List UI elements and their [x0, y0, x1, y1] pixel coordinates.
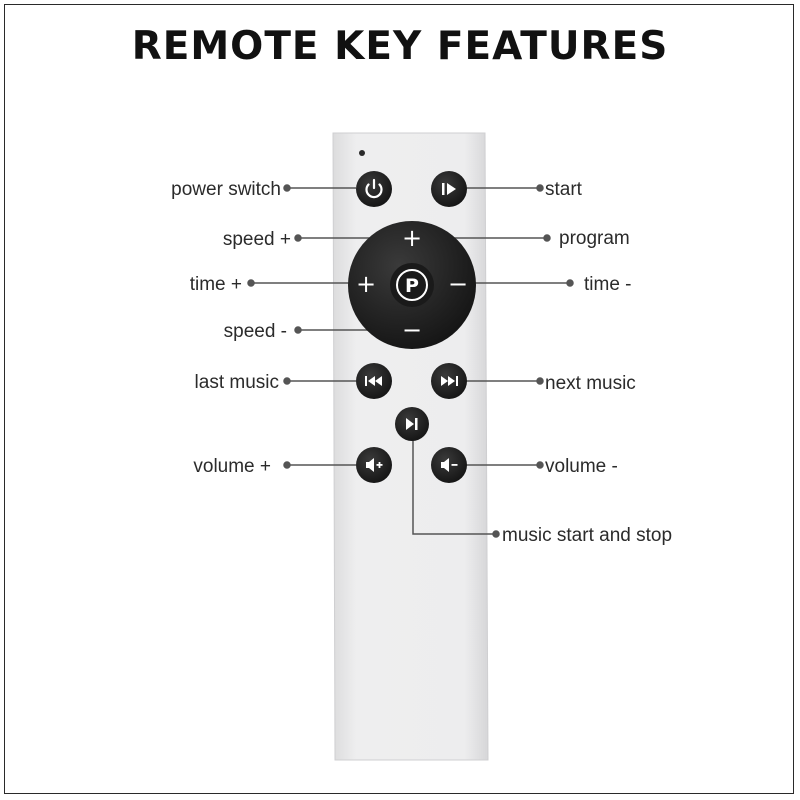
- leader-lines: [247, 184, 574, 538]
- label-speed-plus: speed +: [223, 229, 291, 250]
- speed-down-button[interactable]: −: [402, 316, 422, 344]
- label-next-music: next music: [545, 373, 636, 394]
- speed-up-button[interactable]: +: [402, 224, 422, 252]
- last-music-button[interactable]: [356, 363, 392, 399]
- start-button[interactable]: [431, 171, 467, 207]
- play-stop-icon: [406, 418, 418, 430]
- label-start: start: [545, 179, 583, 200]
- page-title: REMOTE KEY FEATURES: [131, 24, 669, 69]
- label-last-music: last music: [195, 372, 279, 393]
- power-icon: [365, 178, 383, 199]
- time-down-button[interactable]: −: [448, 270, 468, 298]
- rewind-icon: [365, 376, 382, 386]
- program-letter: P: [405, 275, 419, 297]
- time-up-button[interactable]: +: [356, 270, 376, 298]
- label-music-start-stop: music start and stop: [502, 525, 672, 546]
- label-power-switch: power switch: [171, 179, 281, 200]
- label-program: program: [559, 228, 630, 249]
- program-icon: [396, 269, 428, 301]
- volume-up-button[interactable]: [356, 447, 392, 483]
- label-volume-plus: volume +: [193, 456, 271, 477]
- label-speed-minus: speed -: [224, 321, 287, 342]
- label-time-plus: time +: [190, 274, 242, 295]
- volume-down-icon: [441, 458, 458, 472]
- dpad: + + − − P: [348, 221, 476, 349]
- volume-down-button[interactable]: [431, 447, 467, 483]
- power-button[interactable]: [356, 171, 392, 207]
- indicator-led: [359, 150, 365, 156]
- play-pause-icon: [442, 183, 456, 195]
- program-button[interactable]: P: [390, 263, 434, 307]
- volume-up-icon: [366, 458, 383, 472]
- music-start-stop-button[interactable]: [395, 407, 429, 441]
- label-volume-minus: volume -: [545, 456, 618, 477]
- label-time-minus: time -: [584, 274, 632, 295]
- callout-labels: power switch start speed + program time …: [171, 179, 672, 546]
- fast-forward-icon: [441, 376, 458, 386]
- outer-frame: [4, 4, 794, 794]
- next-music-button[interactable]: [431, 363, 467, 399]
